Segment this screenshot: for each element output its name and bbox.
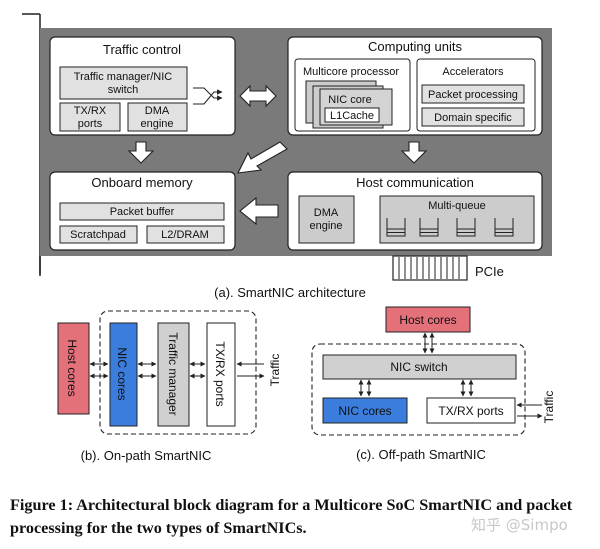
txrx-ports-line2: ports	[78, 118, 103, 130]
watermark: 知乎 @Simpo	[471, 516, 568, 534]
dma-engine-line2: engine	[140, 118, 173, 130]
scratchpad-label: Scratchpad	[70, 229, 126, 241]
l1cache-box	[324, 107, 380, 123]
host-cores-label: Host cores	[65, 339, 79, 396]
diagonal-arrow-icon	[237, 141, 288, 174]
l2dram-box	[146, 225, 225, 244]
nic-cores-label: NIC cores	[115, 347, 129, 400]
multi-queue-label: Multi-queue	[428, 200, 485, 212]
on-path-smartnic: Host cores NIC cores Traffic manager TX/…	[57, 310, 282, 463]
domain-specific-label: Domain specific	[434, 112, 512, 124]
off-path-traffic-label: Traffic	[542, 391, 556, 424]
traffic-control-panel: Traffic control Traffic manager/NIC swit…	[49, 36, 236, 136]
down-arrow-icon	[400, 141, 428, 164]
packet-buffer-label: Packet buffer	[110, 206, 175, 218]
traffic-manager-box	[157, 322, 190, 427]
host-dma-engine-line2: engine	[309, 220, 342, 232]
switch-icon	[193, 87, 223, 105]
off-path-arrows	[358, 332, 543, 419]
computing-units-title: Computing units	[368, 39, 462, 54]
traffic-manager-label: Traffic manager	[166, 332, 180, 415]
txrx-ports-box	[59, 102, 121, 132]
onboard-memory-panel: Onboard memory Packet buffer Scratchpad …	[49, 171, 236, 251]
nic-switch-label: NIC switch	[390, 360, 447, 374]
nic-cores-box	[109, 322, 138, 427]
computing-units-panel: Computing units Multicore processor NIC …	[287, 36, 543, 136]
dma-engine-box	[127, 102, 188, 132]
down-arrow-icon	[127, 141, 155, 164]
packet-buffer-box	[59, 202, 225, 221]
off-path-nic-boundary	[311, 343, 526, 436]
dma-engine-line1: DMA	[145, 105, 170, 117]
off-path-smartnic: Host cores NIC switch NIC cores TX/RX po…	[311, 306, 556, 462]
off-path-caption: (c). Off-path SmartNIC	[356, 447, 486, 462]
host-communication-title: Host communication	[356, 175, 474, 190]
bidirectional-arrow-icon	[239, 84, 277, 108]
txrx-ports-box	[206, 322, 236, 427]
traffic-manager-switch-box	[59, 66, 188, 100]
nic-core-label: NIC core	[328, 94, 371, 106]
l1cache-label: L1Cache	[330, 110, 374, 122]
packet-processing-label: Packet processing	[428, 89, 518, 101]
left-arrow-icon	[239, 196, 279, 226]
pcie-label: PCIe	[475, 264, 504, 279]
domain-specific-box	[421, 107, 525, 127]
host-dma-engine-line1: DMA	[314, 207, 339, 219]
off-nic-cores-box	[322, 397, 408, 424]
traffic-control-title: Traffic control	[103, 42, 181, 57]
queue-icons	[386, 218, 514, 237]
figure-caption: Figure 1: Architectural block diagram fo…	[10, 496, 573, 537]
on-path-arrows	[89, 361, 265, 379]
l2dram-label: L2/DRAM	[161, 229, 209, 241]
off-host-cores-box	[385, 306, 471, 333]
onboard-memory-title: Onboard memory	[91, 175, 193, 190]
off-txrx-ports-label: TX/RX ports	[438, 404, 503, 418]
off-host-cores-label: Host cores	[399, 313, 456, 327]
scratchpad-box	[59, 225, 138, 244]
nic-switch-box	[322, 354, 517, 380]
off-txrx-ports-box	[426, 397, 516, 424]
multicore-processor-title: Multicore processor	[303, 66, 399, 78]
on-path-caption: (b). On-path SmartNIC	[81, 448, 212, 463]
accelerators-title: Accelerators	[442, 66, 504, 78]
traffic-manager-line2: switch	[108, 84, 139, 96]
host-communication-panel: Host communication DMA engine Multi-queu…	[287, 171, 543, 251]
traffic-manager-line1: Traffic manager/NIC	[74, 71, 172, 83]
smartnic-architecture: PCIe Traffic control Traffic manager/NIC…	[22, 13, 552, 300]
host-dma-engine-box	[298, 195, 355, 244]
off-nic-cores-label: NIC cores	[338, 404, 391, 418]
architecture-caption: (a). SmartNIC architecture	[214, 285, 366, 300]
txrx-ports-label: TX/RX ports	[213, 341, 227, 406]
host-cores-box	[57, 322, 90, 415]
on-path-traffic-label: Traffic	[268, 354, 282, 387]
pcie-connector	[392, 255, 468, 281]
txrx-ports-line1: TX/RX	[74, 105, 107, 117]
packet-processing-box	[421, 84, 525, 104]
